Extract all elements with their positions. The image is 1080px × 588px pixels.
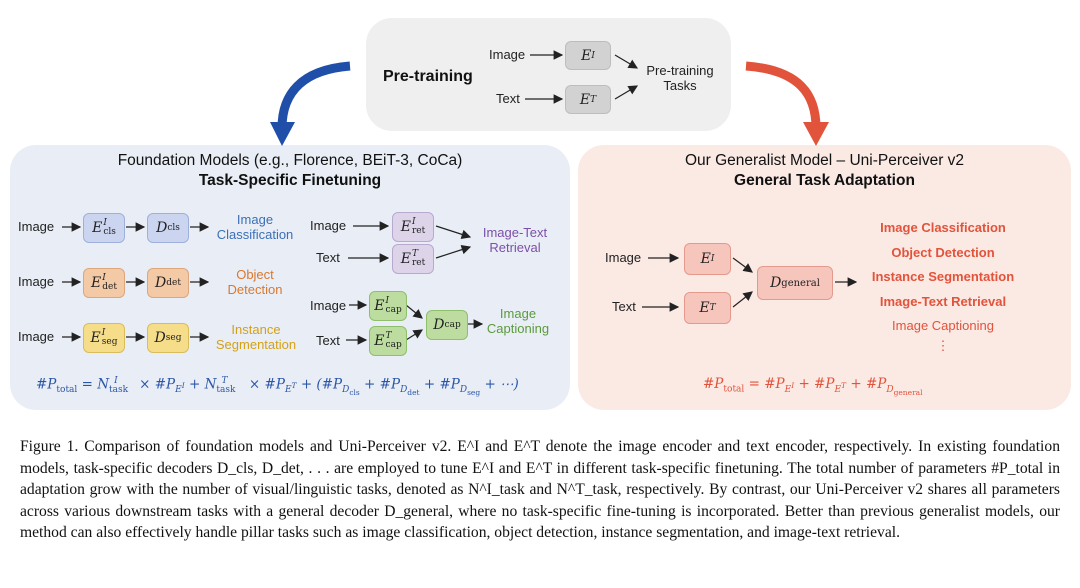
general-tasks-ellipsis: ⋮ bbox=[936, 337, 950, 353]
ret-image-label: Image bbox=[310, 218, 347, 233]
det-image-label: Image bbox=[18, 274, 55, 289]
pretrain-to-foundation-arrow bbox=[277, 61, 351, 129]
general-tasks-list: Image Classification Object Detection In… bbox=[862, 216, 1024, 353]
pretrain-to-generalist-arrow bbox=[745, 61, 821, 129]
generalist-subheading: General Task Adaptation bbox=[734, 172, 915, 189]
seg-image-label: Image bbox=[18, 329, 55, 344]
seg-output-label: Instance Segmentation bbox=[215, 322, 297, 352]
general-text-label: Text bbox=[612, 299, 636, 314]
pretraining-panel bbox=[366, 18, 731, 131]
pretraining-text-label: Text bbox=[496, 91, 520, 106]
general-task-item: Image Captioning bbox=[892, 318, 994, 333]
cap-image-label: Image bbox=[310, 298, 347, 313]
cap-output-label: Image Captioning bbox=[486, 306, 550, 336]
general-task-item: Object Detection bbox=[891, 244, 995, 260]
general-task-item: Instance Segmentation bbox=[871, 269, 1015, 284]
general-task-item: Image-Text Retrieval bbox=[879, 293, 1007, 309]
general-image-label: Image bbox=[605, 250, 642, 265]
foundation-param-formula: #Ptotal = NtaskI × #PEI + NtaskT × #PET … bbox=[36, 376, 519, 397]
general-task-item: Image Classification bbox=[880, 220, 1006, 235]
cls-output-label: Image Classification bbox=[216, 212, 294, 242]
ret-output-label: Image-Text Retrieval bbox=[482, 225, 548, 255]
ret-text-label: Text bbox=[316, 250, 340, 265]
generalist-heading: Our Generalist Model – Uni-Perceiver v2 bbox=[684, 152, 965, 169]
det-output-label: Object Detection bbox=[227, 267, 283, 297]
foundation-heading: Foundation Models (e.g., Florence, BEiT-… bbox=[117, 152, 463, 169]
cap-text-label: Text bbox=[316, 333, 340, 348]
pretraining-image-label: Image bbox=[489, 47, 526, 62]
cls-image-label: Image bbox=[18, 219, 55, 234]
foundation-subheading: Task-Specific Finetuning bbox=[198, 172, 382, 189]
figure-caption-text: Figure 1. Comparison of foundation model… bbox=[20, 438, 1060, 542]
pretraining-tasks-label: Pre-training Tasks bbox=[646, 63, 714, 93]
pretraining-title: Pre-training bbox=[383, 68, 473, 85]
generalist-param-formula: #Ptotal = #PEI + #PET + #PDgeneral bbox=[703, 376, 923, 397]
figure-caption: Figure 1. Comparison of foundation model… bbox=[20, 436, 1060, 544]
